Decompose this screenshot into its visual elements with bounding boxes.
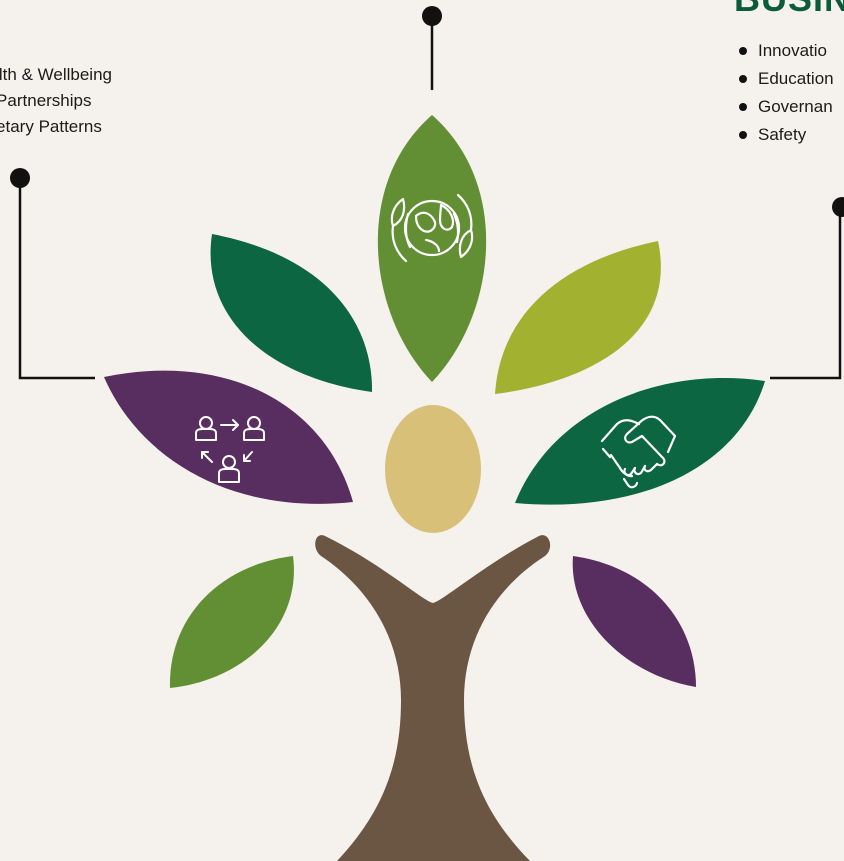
leaf-middle-right [515,378,765,505]
leaf-upper-right [495,241,661,394]
right-list-item: Education [737,65,834,93]
left-connector-dot [10,168,30,188]
leaf-lower-right [572,556,696,687]
left-category-list: ealth & Wellbeing & Partnerships Dietary… [0,62,112,140]
people-network-icon [195,416,265,483]
leaf-upper-left [210,234,373,392]
leaf-top-center [377,115,487,382]
right-category-list: Innovatio Education Governan Safety [737,37,834,149]
leaf-middle-left [104,370,353,504]
tree-head [385,405,481,533]
handshake-icon [600,415,677,489]
left-list-item: ealth & Wellbeing [0,65,112,84]
right-panel-title: BUSIN [734,0,844,20]
left-list-item: Dietary Patterns [0,117,102,136]
globe-recycle-icon [390,193,474,263]
right-list-item: Innovatio [737,37,834,65]
tree-trunk [315,535,551,861]
right-list-item: Safety [737,121,834,149]
top-connector-dot [422,6,442,26]
left-connector-line [18,178,95,380]
connector-lines [18,16,842,380]
left-list-item: & Partnerships [0,91,92,110]
leaf-lower-left [169,556,294,688]
right-connector-line [770,207,842,380]
right-connector-dot [832,197,844,217]
right-list-item: Governan [737,93,834,121]
